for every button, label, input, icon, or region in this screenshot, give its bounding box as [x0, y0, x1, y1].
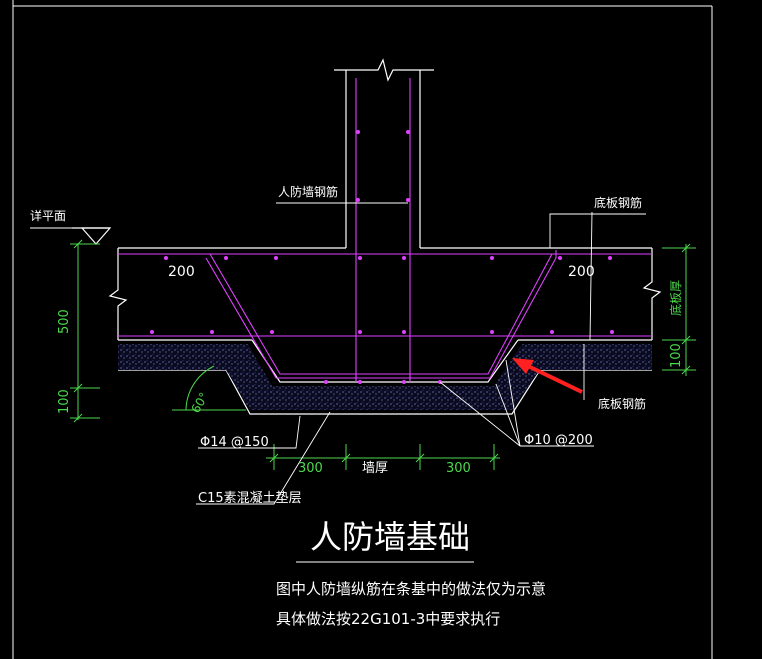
label-slab-rebar-bottom: 底板钢筋: [598, 396, 646, 411]
drawing-frame: [12, 0, 713, 659]
concrete-outline: [72, 58, 662, 415]
label-dim-300-left: 300: [298, 461, 323, 476]
note-line-2: 具体做法按22G101-3中要求执行: [276, 610, 500, 628]
label-detail-plan: 详平面: [30, 208, 66, 223]
label-rebar-14: Φ14 @150: [200, 435, 269, 450]
note-line-1: 图中人防墙纵筋在条基中的做法仅为示意: [276, 580, 546, 598]
label-dim-200-left: 200: [168, 264, 195, 280]
dimension-lines: [70, 239, 696, 470]
label-slab-thickness: 底板厚: [668, 280, 683, 316]
label-angle-60: 60°: [188, 390, 211, 415]
angle-marker: [172, 365, 246, 411]
label-wall-thickness: 墙厚: [362, 461, 388, 476]
drawing-title: 人防墙基础: [310, 518, 470, 556]
leader-lines: [30, 202, 646, 563]
label-cushion: C15素混凝土垫层: [198, 490, 302, 506]
rebar-dots: [150, 130, 614, 384]
rebar-lines: [118, 78, 652, 382]
label-dim-300-right: 300: [446, 461, 471, 476]
label-dim-500: 500: [57, 309, 72, 334]
red-arrow: [512, 358, 583, 394]
label-wall-rebar: 人防墙钢筋: [278, 184, 338, 199]
label-dim-200-right: 200: [568, 264, 595, 280]
label-rebar-10: Φ10 @200: [524, 433, 593, 448]
label-dim-100-right: 100: [669, 343, 684, 368]
label-dim-100-left: 100: [57, 389, 72, 414]
label-slab-rebar-top: 底板钢筋: [594, 195, 642, 210]
